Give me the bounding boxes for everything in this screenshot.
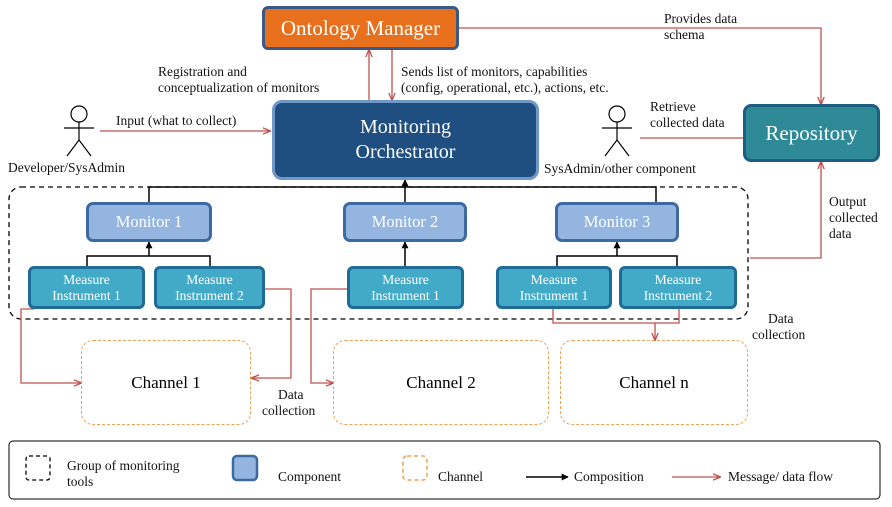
orchestrator-label-line1: Monitoring [359, 116, 452, 138]
monitor-2-label: Monitor 2 [371, 212, 439, 231]
channel-2-label: Channel 2 [406, 372, 476, 392]
mi-2-1-line1: Measure [382, 271, 429, 287]
measure-instrument-1-2-box: Measure Instrument 2 [154, 266, 265, 309]
provides-schema-label-line2: schema [664, 27, 705, 42]
developer-actor-label: Developer/SysAdmin [8, 160, 125, 175]
mi-3-2-line2: Instrument 2 [643, 287, 713, 303]
channel-1-box: Channel 1 [81, 340, 251, 425]
message-flow-edges [20, 27, 821, 383]
measure-instrument-1-1-box: Measure Instrument 1 [28, 266, 145, 309]
data-collection-label-1-line1: Data [278, 387, 304, 402]
monitor-1-box: Monitor 1 [86, 202, 212, 242]
input-label: Input (what to collect) [116, 113, 237, 128]
measure-instrument-3-2-box: Measure Instrument 2 [619, 266, 737, 309]
sends-list-label-line2: (config, operational, etc.), actions, et… [401, 80, 609, 95]
registration-label-line2: conceptualization of monitors [158, 80, 320, 95]
legend-composition-label: Composition [574, 469, 644, 484]
data-collection-label-2-line1: Data [768, 311, 794, 326]
output-label-line1: Output [829, 194, 867, 209]
mi-1-1-line1: Measure [63, 271, 110, 287]
sysadmin-actor-label: SysAdmin/other component [544, 161, 696, 176]
developer-actor-icon [64, 105, 94, 157]
composition-edges [86, 179, 678, 266]
mi-3-2-line1: Measure [654, 271, 702, 287]
repository-box: Repository [743, 104, 880, 162]
legend-box [8, 440, 881, 500]
sysadmin-actor-icon [602, 105, 632, 157]
sends-list-label-line1: Sends list of monitors, capabilities [401, 64, 588, 79]
ontology-manager-label: Ontology Manager [280, 15, 441, 40]
provides-schema-label-line1: Provides data [664, 11, 738, 26]
monitor-3-box: Monitor 3 [555, 202, 679, 242]
legend-component-label: Component [278, 469, 341, 484]
legend-group-swatch [25, 455, 51, 481]
mi-1-2-line2: Instrument 2 [175, 287, 244, 303]
mi-3-1-line1: Measure [530, 271, 578, 287]
monitor-3-label: Monitor 3 [583, 212, 651, 231]
legend-channel-swatch [402, 455, 428, 481]
orchestrator-label-line2: Orchestrator [355, 141, 456, 163]
retrieve-label-line2: collected data [650, 115, 725, 130]
registration-label-line1: Registration and [158, 64, 247, 79]
monitor-2-box: Monitor 2 [343, 202, 467, 242]
channel-2-box: Channel 2 [333, 340, 549, 425]
ontology-manager-box: Ontology Manager [262, 6, 459, 50]
legend-component-swatch [231, 454, 259, 482]
mi-1-1-line2: Instrument 1 [52, 287, 121, 303]
monitoring-orchestrator-box: Monitoring Orchestrator [272, 100, 539, 180]
measure-instrument-2-1-box: Measure Instrument 1 [347, 266, 464, 309]
channel-n-box: Channel n [560, 340, 748, 425]
output-label-line3: data [829, 226, 852, 241]
data-collection-label-1-line2: collection [262, 403, 316, 418]
monitoring-tools-group [8, 186, 749, 320]
mi-1-2-line1: Measure [186, 271, 233, 287]
measure-instrument-3-1-box: Measure Instrument 1 [496, 266, 612, 309]
legend-group-label-line2: tools [67, 474, 94, 489]
legend-group-label-line1: Group of monitoring [67, 458, 180, 473]
channel-n-label: Channel n [619, 372, 689, 392]
legend-channel-label: Channel [438, 469, 483, 484]
retrieve-label-line1: Retrieve [650, 99, 696, 114]
legend-message-label: Message/ data flow [728, 469, 833, 484]
mi-2-1-line2: Instrument 1 [371, 287, 440, 303]
channel-1-label: Channel 1 [131, 372, 201, 392]
mi-3-1-line2: Instrument 1 [519, 287, 589, 303]
monitor-1-label: Monitor 1 [115, 212, 183, 231]
repository-label: Repository [765, 120, 858, 145]
output-label-line2: collected [829, 210, 878, 225]
data-collection-label-2-line2: collection [752, 327, 806, 342]
